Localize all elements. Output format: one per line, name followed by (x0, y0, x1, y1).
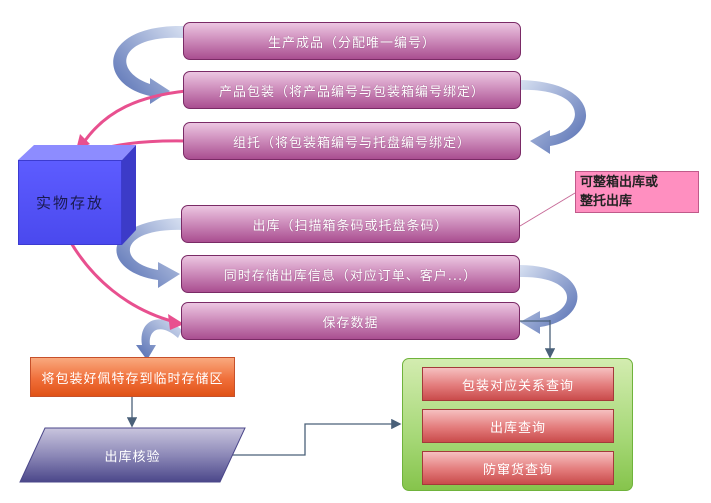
verify-shape (19, 427, 246, 483)
query-item-outbound: 出库查询 (422, 409, 614, 443)
step-package-label: 产品包装（将产品编号与包装箱编号绑定） (218, 84, 485, 100)
step-palletize: 组托（将包装箱编号与托盘编号绑定） (183, 122, 521, 160)
curved-arrow-outbound-to-storeinfo (116, 218, 182, 288)
step-save: 保存数据 (181, 302, 520, 340)
step-store-info: 同时存储出库信息（对应订单、客户...） (181, 255, 520, 293)
storage-side-face (122, 145, 136, 245)
step-package: 产品包装（将产品编号与包装箱编号绑定） (183, 71, 521, 109)
storage-front-face: 实物存放 (18, 160, 122, 245)
storage-top-face (18, 145, 136, 160)
step-produce: 生产成品（分配唯一编号） (183, 22, 521, 60)
connector-verify-to-queries (232, 418, 402, 456)
note-line-2: 整托出库 (580, 194, 633, 209)
step-outbound-label: 出库（扫描箱条码或托盘条码） (252, 218, 449, 234)
note-line-1: 可整箱出库或 (580, 175, 659, 190)
temp-storage-box: 将包装好佩特存到临时存储区 (30, 357, 235, 397)
storage-box: 实物存放 (18, 145, 136, 245)
pink-arrow-storage-to-save (63, 231, 184, 330)
storage-label: 实物存放 (35, 194, 104, 212)
query-item-anti-diversion: 防窜货查询 (422, 451, 614, 485)
temp-storage-label: 将包装好佩特存到临时存储区 (41, 371, 224, 387)
verify-label: 出库核验 (104, 449, 161, 465)
query-panel: 包装对应关系查询 出库查询 防窜货查询 (402, 358, 633, 491)
query-item-label: 防窜货查询 (482, 462, 553, 478)
note-callout-line (519, 192, 576, 227)
step-palletize-label: 组托（将包装箱编号与托盘编号绑定） (232, 135, 471, 151)
step-store-info-label: 同时存储出库信息（对应订单、客户...） (223, 268, 478, 284)
curved-arrow-storeinfo-to-save (520, 265, 578, 334)
step-save-label: 保存数据 (322, 315, 379, 331)
curved-arrow-package-to-palletize (520, 80, 587, 154)
note-box: 可整箱出库或 整托出库 (575, 171, 699, 213)
curved-arrow-produce-to-package (113, 25, 184, 104)
query-item-label: 出库查询 (489, 420, 546, 436)
step-produce-label: 生产成品（分配唯一编号） (267, 35, 436, 51)
query-item-label: 包装对应关系查询 (461, 378, 574, 394)
verify-box: 出库核验 (20, 428, 245, 482)
step-outbound: 出库（扫描箱条码或托盘条码） (181, 205, 520, 243)
query-item-packaging: 包装对应关系查询 (422, 367, 614, 401)
